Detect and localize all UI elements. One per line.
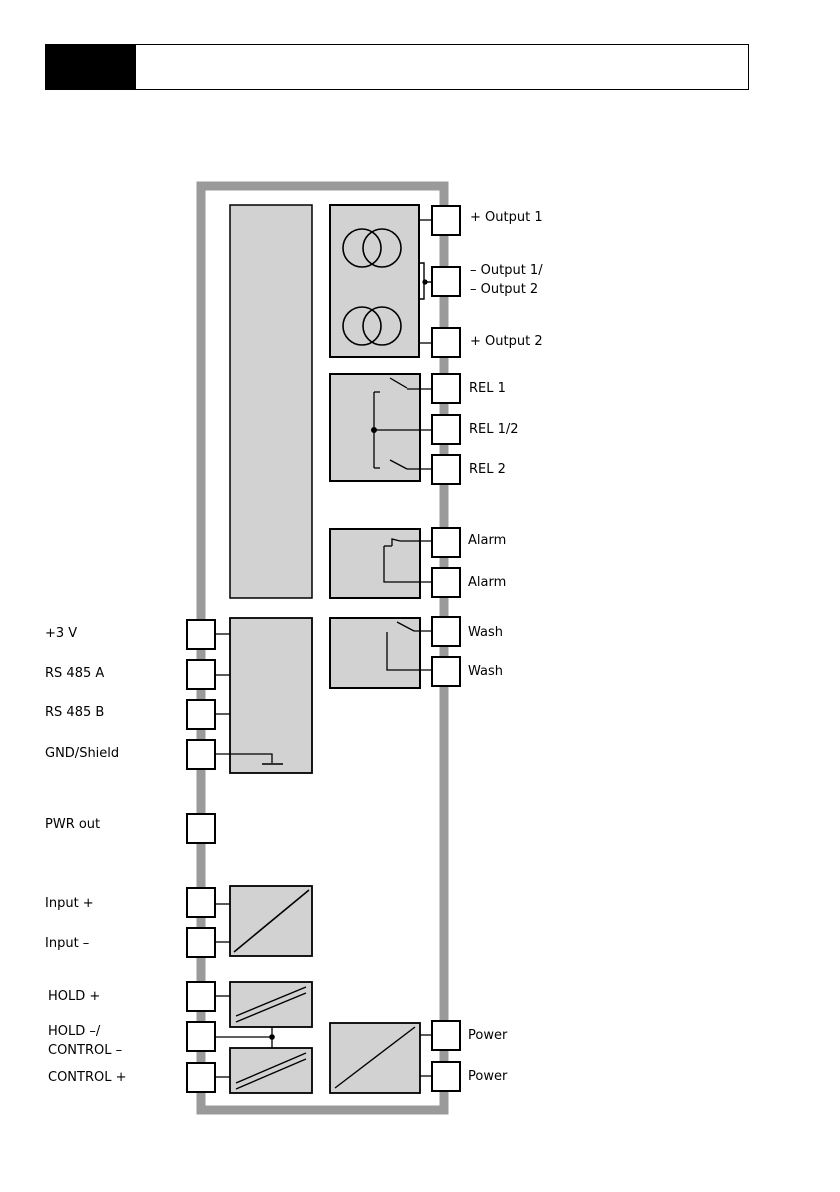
- label-wash-a: Wash: [468, 624, 503, 641]
- terminal-hold-pos: [187, 982, 215, 1011]
- label-hold-pos: HOLD +: [48, 988, 100, 1005]
- terminal-plus3v: [187, 620, 215, 649]
- main-module: [230, 205, 312, 598]
- terminal-rs485a: [187, 660, 215, 689]
- terminal-alarm-a: [432, 528, 460, 557]
- label-rel2: REL 2: [469, 461, 506, 478]
- terminal-alarm-b: [432, 568, 460, 597]
- label-alarm-b: Alarm: [468, 574, 506, 591]
- terminal-wash-b: [432, 657, 460, 686]
- terminal-hold-neg: [187, 1022, 215, 1051]
- label-rs485b: RS 485 B: [45, 704, 104, 721]
- label-plus3v: +3 V: [45, 625, 77, 642]
- label-wash-b: Wash: [468, 663, 503, 680]
- label-output-neg-2: – Output 2: [470, 281, 538, 298]
- terminal-control-pos: [187, 1063, 215, 1092]
- power-module: [330, 1023, 432, 1093]
- label-rel1: REL 1: [469, 380, 506, 397]
- input-module: [215, 886, 312, 956]
- terminal-rel2: [432, 455, 460, 484]
- terminal-rel1: [432, 374, 460, 403]
- label-input-neg: Input –: [45, 935, 89, 952]
- label-power-a: Power: [468, 1027, 507, 1044]
- terminal-power-b: [432, 1062, 460, 1091]
- label-input-pos: Input +: [45, 895, 94, 912]
- alarm-module: [330, 529, 432, 598]
- label-output-neg-1: – Output 1/: [470, 262, 543, 279]
- label-alarm-a: Alarm: [468, 532, 506, 549]
- terminal-input-pos: [187, 888, 215, 917]
- label-rs485a: RS 485 A: [45, 665, 104, 682]
- terminal-input-neg: [187, 928, 215, 957]
- label-rel12: REL 1/2: [469, 421, 519, 438]
- terminal-wash-a: [432, 617, 460, 646]
- label-control-pos: CONTROL +: [48, 1069, 127, 1086]
- label-gnd: GND/Shield: [45, 745, 119, 762]
- terminal-pwr-out: [187, 814, 215, 843]
- terminal-rel12: [432, 415, 460, 444]
- output-module: [330, 205, 432, 357]
- rs485-module: [215, 618, 312, 773]
- terminal-power-a: [432, 1021, 460, 1050]
- label-pwr-out: PWR out: [45, 816, 100, 833]
- label-output2-pos: + Output 2: [470, 333, 543, 350]
- terminal-gnd: [187, 740, 215, 769]
- label-hold-neg-1: HOLD –/: [48, 1023, 100, 1040]
- terminal-output1-pos: [432, 206, 460, 235]
- hold-control-modules: [215, 982, 312, 1093]
- label-hold-neg-2: CONTROL –: [48, 1042, 122, 1059]
- label-output1-pos: + Output 1: [470, 209, 543, 226]
- terminal-output-neg: [432, 267, 460, 296]
- label-power-b: Power: [468, 1068, 507, 1085]
- relay-module: [330, 374, 432, 481]
- terminal-rs485b: [187, 700, 215, 729]
- wash-module: [330, 618, 432, 688]
- terminal-output2-pos: [432, 328, 460, 357]
